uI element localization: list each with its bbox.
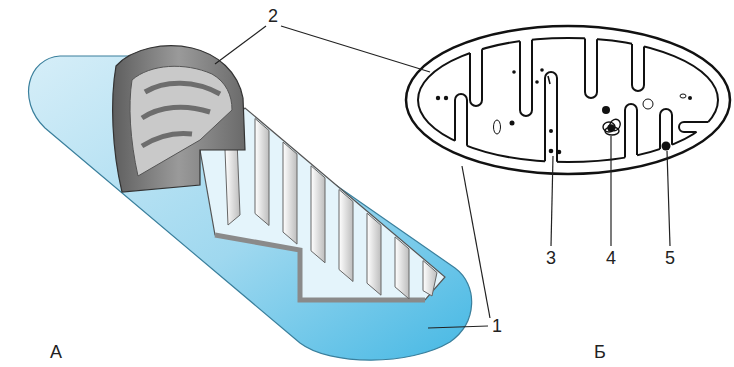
vesicle xyxy=(680,94,686,98)
ribosome xyxy=(512,70,516,74)
leader-line xyxy=(667,151,670,246)
leader-lines xyxy=(215,26,670,328)
crista xyxy=(679,122,708,132)
gap xyxy=(585,36,597,41)
callout-number: 5 xyxy=(665,248,675,269)
crista xyxy=(395,237,409,299)
leader-line xyxy=(215,26,266,64)
cut-section-shell xyxy=(113,46,245,192)
ribosome xyxy=(444,96,448,100)
mitochondrial-dna xyxy=(603,117,622,135)
granule xyxy=(662,142,671,151)
gap xyxy=(632,44,644,47)
callout-number: 3 xyxy=(546,248,556,269)
outer-membrane xyxy=(406,26,730,174)
vesicle xyxy=(643,99,653,109)
callout-number: 2 xyxy=(268,6,278,27)
ribosome xyxy=(557,150,562,155)
callout-number: 1 xyxy=(492,316,502,337)
gap xyxy=(625,155,637,157)
cut-crista xyxy=(142,107,210,118)
inner-membrane xyxy=(418,38,718,162)
crista xyxy=(283,142,297,244)
crista xyxy=(455,94,467,146)
leader-line xyxy=(610,136,611,246)
crista xyxy=(225,140,240,225)
granule xyxy=(602,106,610,114)
ribosome xyxy=(549,129,553,133)
dna-loop xyxy=(608,117,623,132)
cristae xyxy=(455,38,708,161)
crista xyxy=(625,104,637,157)
crista xyxy=(585,38,597,98)
ribosome xyxy=(540,68,544,72)
crista xyxy=(545,72,557,162)
crista xyxy=(311,166,325,263)
ribosome xyxy=(510,121,515,126)
dna-core xyxy=(608,125,614,131)
cut-crista xyxy=(145,83,220,94)
vesicle xyxy=(494,120,501,134)
leader-line xyxy=(281,26,430,72)
gap xyxy=(470,49,482,53)
crista xyxy=(470,49,482,106)
gap xyxy=(455,141,467,146)
crista xyxy=(423,261,437,296)
gap xyxy=(697,122,709,132)
crista xyxy=(339,190,353,282)
fibril xyxy=(548,76,550,84)
ribosomes xyxy=(436,68,692,154)
cut-section-face xyxy=(130,66,232,176)
membrane-gaps xyxy=(455,38,708,161)
crista xyxy=(632,44,644,91)
leader-line xyxy=(428,326,488,328)
leader-line xyxy=(551,156,553,246)
crista xyxy=(367,213,381,295)
ribosome xyxy=(535,80,539,84)
ribosome xyxy=(688,96,692,100)
ribosome xyxy=(549,149,554,154)
crista xyxy=(520,40,532,116)
ribosome xyxy=(436,96,440,100)
gap xyxy=(520,40,532,42)
cut-crista xyxy=(142,134,192,147)
figure-letter: А xyxy=(50,342,62,363)
gap xyxy=(545,159,557,164)
callout-number: 4 xyxy=(606,248,616,269)
crista xyxy=(255,119,269,226)
leader-line xyxy=(462,166,490,318)
figure-letter: Б xyxy=(594,342,606,363)
